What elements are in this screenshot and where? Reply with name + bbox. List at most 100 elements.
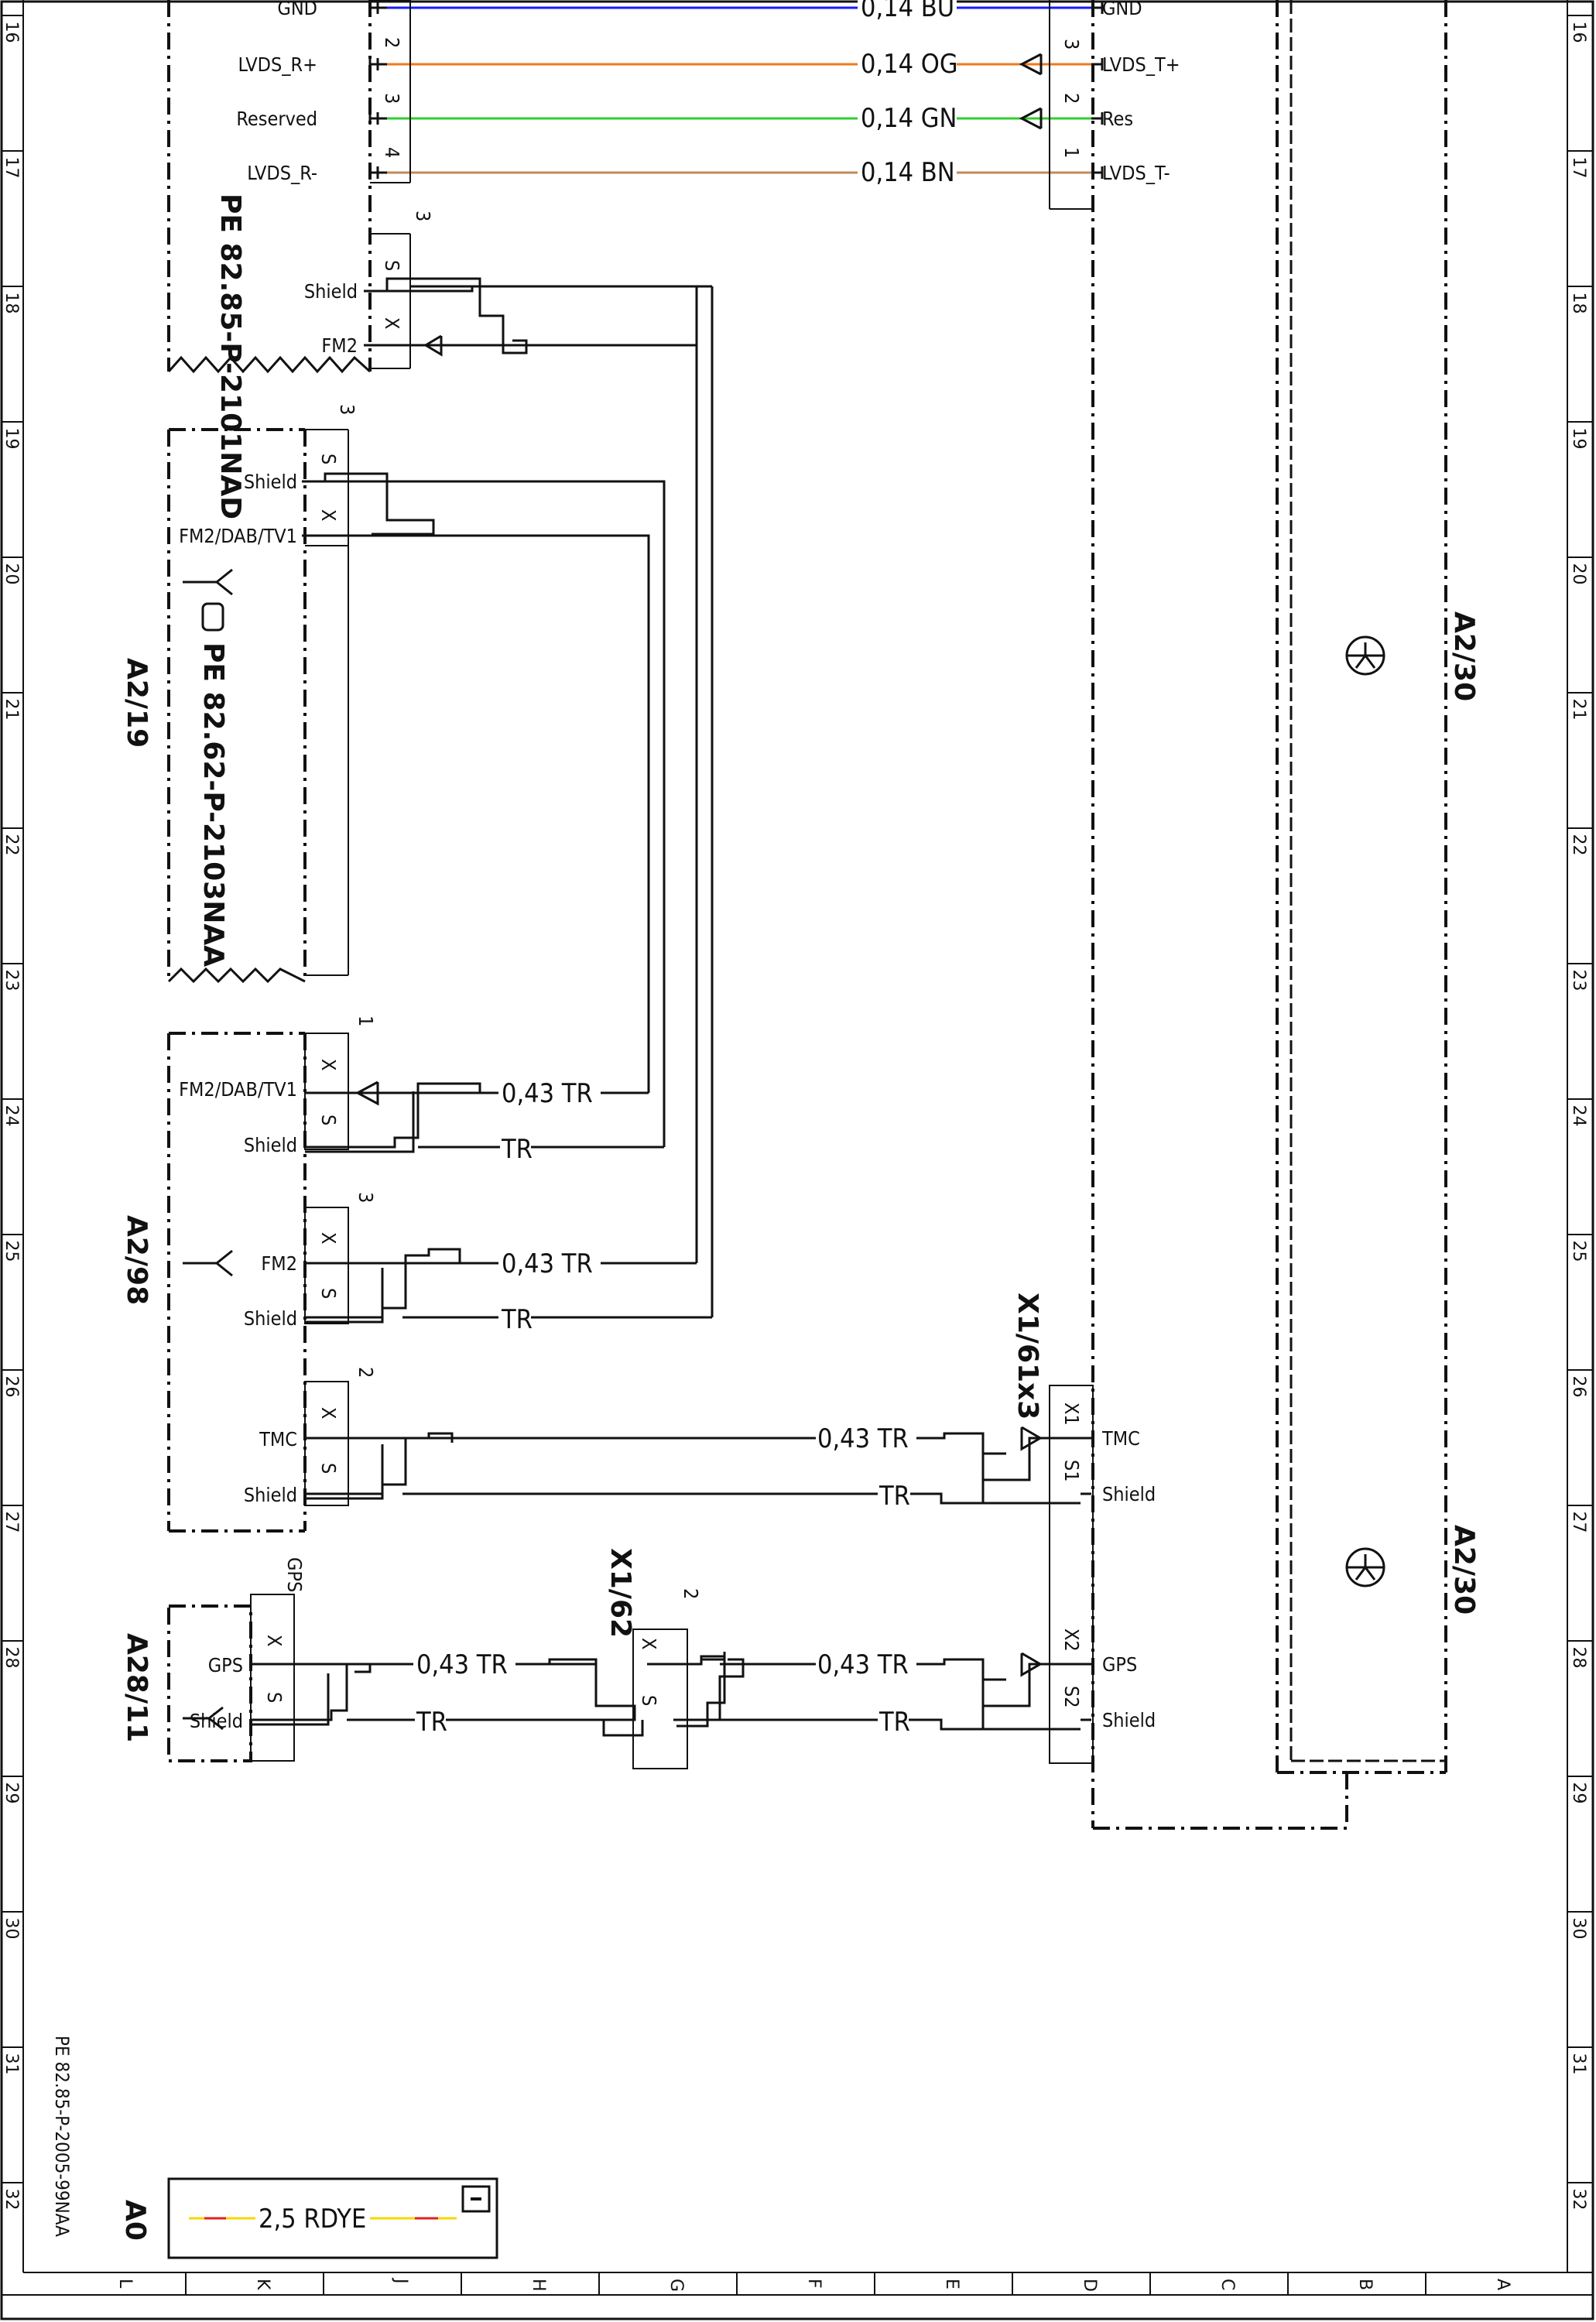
a28-11-connector-label: GPS [283, 1557, 306, 1592]
pin-label-lvds-t-minus: LVDS_T- [1102, 162, 1170, 184]
wire-label-tmc-shield: TR [878, 1481, 910, 1512]
coax-top-shield: Shield [304, 280, 358, 303]
coax-a2-19-num: 3 [336, 404, 358, 415]
pin-num-right-1: 1 [1060, 147, 1083, 158]
a28-11-s: S [263, 1692, 286, 1703]
x1-61x3-x2: X2 [1060, 1628, 1083, 1652]
pin-label-right-gnd: GND [1102, 0, 1142, 19]
row-label: 18 [1569, 293, 1588, 314]
a2-19-label: A2/19 [121, 658, 152, 748]
row-label: 20 [2, 563, 21, 585]
x1-61x3-shield-1: Shield [1102, 1483, 1156, 1505]
row-label: 20 [1569, 563, 1588, 585]
column-label: G [666, 2279, 686, 2292]
a2-98-c3-shield: Shield [244, 1307, 297, 1330]
row-label: 30 [2, 1918, 21, 1940]
row-label: 19 [2, 428, 21, 450]
a2-98-c3-s: S [317, 1288, 340, 1299]
column-label: B [1355, 2279, 1375, 2290]
wire-label-lvds-minus: 0,14 BN [861, 157, 955, 188]
row-label: 22 [1569, 834, 1588, 856]
wire-label-gps2-shield: TR [878, 1707, 910, 1738]
row-label: 24 [2, 1105, 21, 1127]
wire-label-fm2dab-shield: TR [501, 1134, 533, 1165]
footer-reference: PE 82.85-P-2005-99NAA [51, 2036, 73, 2237]
coax-a2-19-signal: FM2/DAB/TV1 [179, 525, 297, 547]
row-label: 25 [1569, 1241, 1588, 1262]
row-label: 16 [2, 22, 21, 43]
a2-98-c3-x: X [317, 1232, 340, 1244]
pin-num-3: 3 [381, 93, 403, 104]
row-label: 31 [2, 2053, 21, 2075]
a2-98-c3-num: 3 [354, 1192, 377, 1203]
transistor-icon-top [1345, 635, 1385, 676]
pin-num-right-2: 2 [1060, 93, 1083, 104]
column-label: H [529, 2279, 548, 2292]
row-label: 26 [1569, 1376, 1588, 1398]
a2-98-c1-num: 1 [354, 1015, 377, 1026]
column-label: K [253, 2279, 272, 2290]
a28-11-signal: GPS [208, 1654, 243, 1676]
a28-11-x: X [263, 1635, 286, 1646]
row-ticks [2, 15, 1593, 2183]
a2-98-c1-x: X [317, 1059, 340, 1070]
row-label: 28 [2, 1647, 21, 1669]
column-ticks [185, 2272, 1426, 2295]
x1-62-num: 2 [680, 1588, 702, 1599]
x1-61x3-s2: S2 [1060, 1686, 1083, 1708]
x1-61x3-x1: X1 [1060, 1402, 1083, 1426]
x1-61x3-gps: GPS [1102, 1653, 1137, 1676]
coax-a2-19-shield: Shield [244, 471, 297, 493]
wire-label-lvds-plus: 0,14 OG [861, 49, 958, 80]
pin-label-lvds-r-plus: LVDS_R+ [238, 53, 317, 76]
pin-label-lvds-r-minus: LVDS_R- [247, 162, 317, 184]
hand-icon-a2-19 [201, 602, 224, 632]
a2-98-c2-num: 2 [354, 1367, 377, 1378]
a2-30-bottom-label: A2/30 [1448, 1525, 1480, 1615]
a2-98-c2-s: S [317, 1463, 340, 1474]
row-label: 22 [2, 834, 21, 856]
wire-label-gnd: 0,14 BU [861, 0, 954, 23]
row-label: 18 [2, 293, 21, 314]
row-label: 30 [1569, 1918, 1588, 1940]
coax-top-x: X [381, 317, 403, 329]
antenna-icon-a2-19 [183, 568, 233, 596]
wire-label-tmc-signal: 0,43 TR [817, 1423, 909, 1454]
wire-legend [167, 2177, 498, 2259]
a2-98-c3-signal: FM2 [261, 1252, 297, 1275]
a2-98-c2-x: X [317, 1407, 340, 1419]
x1-62-s: S [638, 1695, 660, 1706]
row-label: 32 [1569, 2189, 1588, 2211]
row-label: 27 [1569, 1512, 1588, 1533]
wire-label-reserved: 0,14 GN [861, 103, 957, 134]
wire-label-fm2-shield: TR [501, 1304, 533, 1335]
a2-98-c1-shield: Shield [244, 1134, 297, 1156]
coax-top-num: 3 [412, 211, 434, 221]
row-label: 31 [1569, 2053, 1588, 2075]
column-label: J [391, 2277, 410, 2284]
a28-11-label: A28/11 [121, 1633, 152, 1742]
antenna-icon-a28-11 [183, 1706, 224, 1731]
row-label: 25 [2, 1241, 21, 1262]
legend-label: 2,5 RDYE [259, 2204, 366, 2235]
coax-a2-19-s: S [317, 454, 340, 464]
a2-98-c1-signal: FM2/DAB/TV1 [179, 1078, 297, 1101]
x1-61x3-label: X1/61x3 [1012, 1293, 1043, 1420]
column-label: L [115, 2279, 135, 2289]
a2-30-top-label: A2/30 [1448, 611, 1480, 701]
transistor-icon-bottom [1345, 1547, 1385, 1587]
pin-num-2: 2 [381, 37, 403, 48]
x1-61x3-shield-2: Shield [1102, 1709, 1156, 1731]
coax-top-s: S [381, 260, 403, 271]
row-label: 29 [1569, 1783, 1588, 1804]
row-label: 24 [1569, 1105, 1588, 1127]
pin-label-reserved: Reserved [236, 108, 317, 130]
wire-label-fm2-signal: 0,43 TR [502, 1248, 593, 1279]
x1-62-label: X1/62 [604, 1548, 636, 1638]
row-label: 23 [1569, 970, 1588, 991]
pin-label-gnd: GND [277, 0, 317, 19]
arrow-lvds-plus [1019, 53, 1042, 76]
